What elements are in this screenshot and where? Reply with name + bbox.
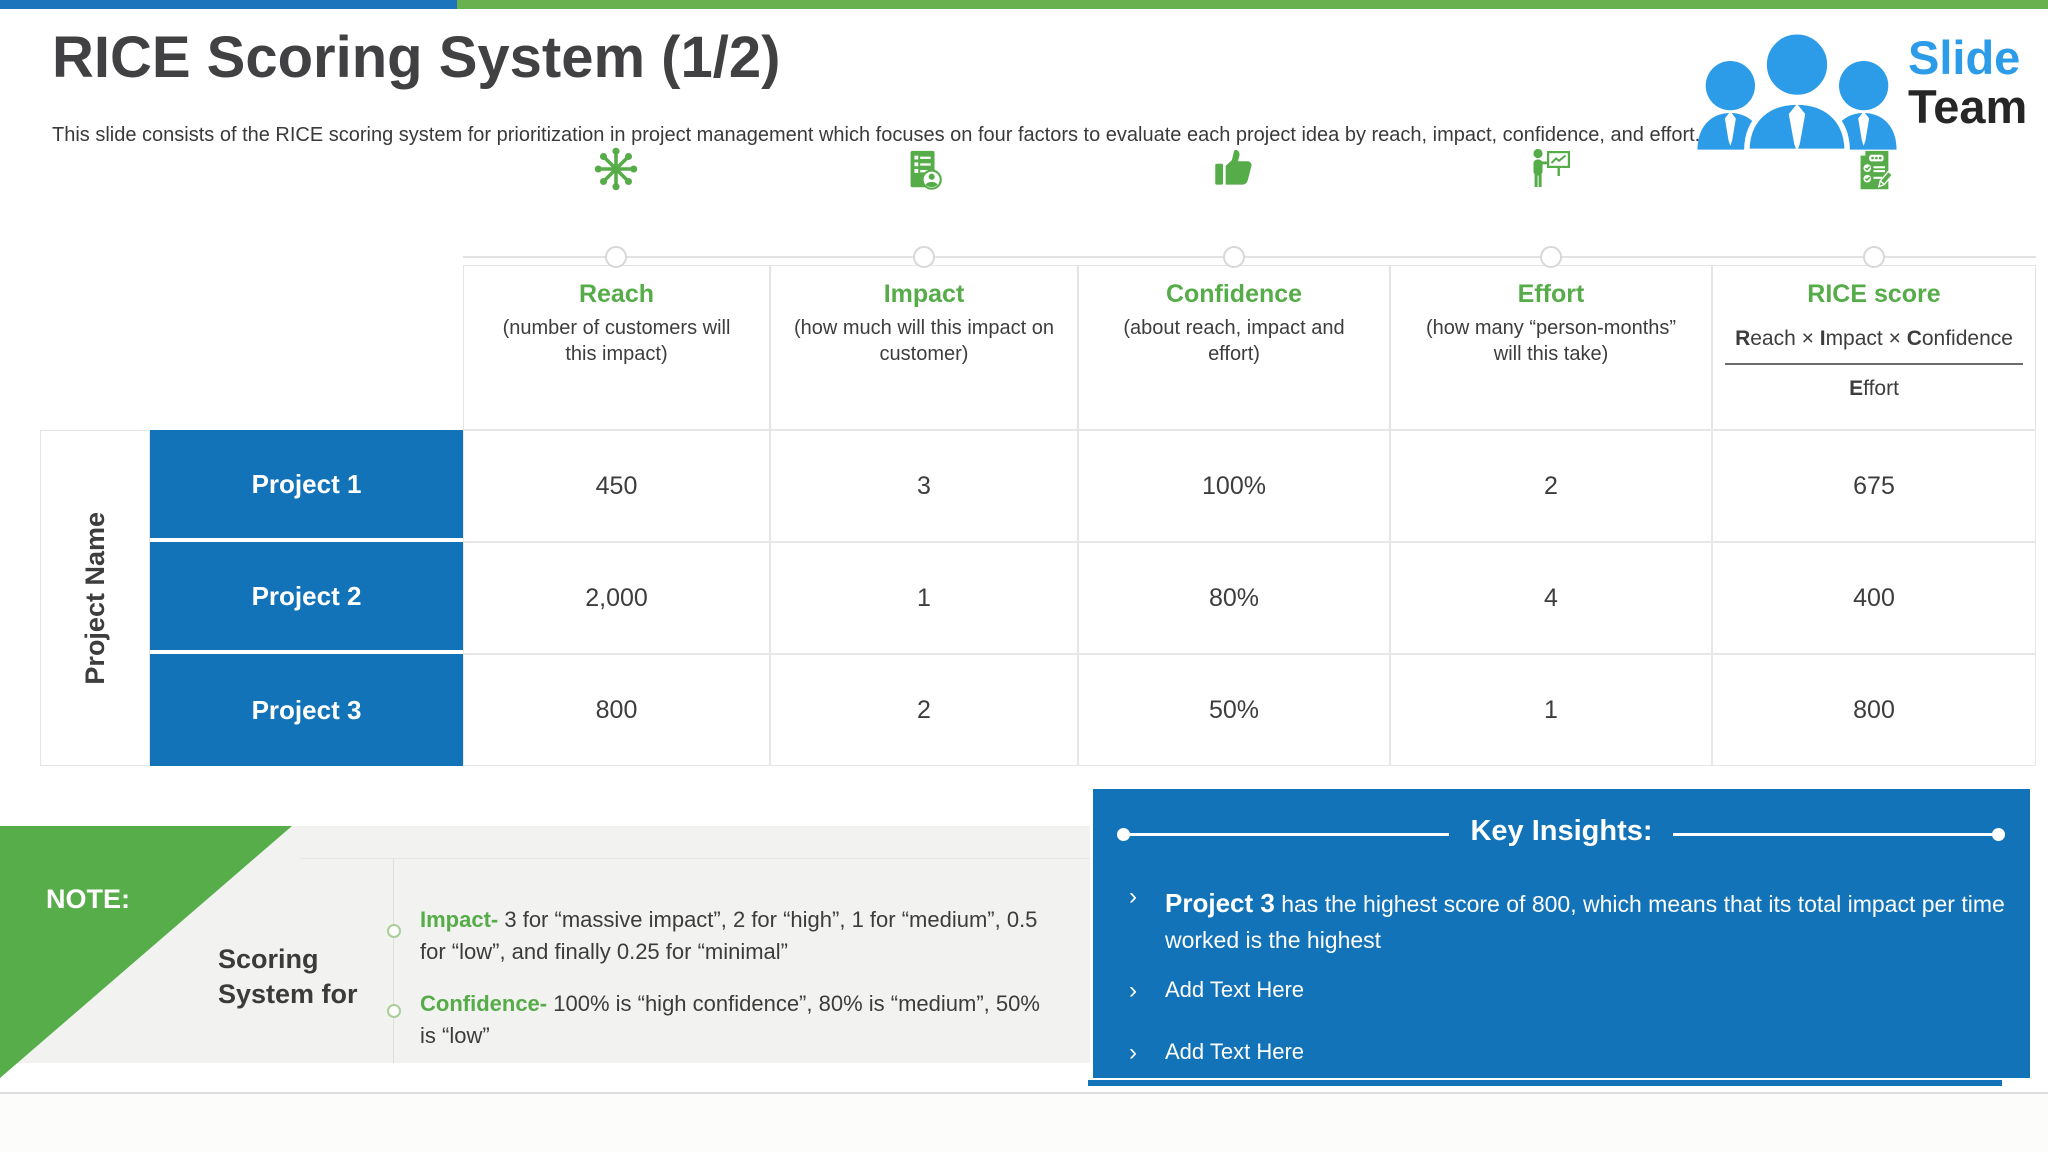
page-title: RICE Scoring System (1/2)	[52, 25, 781, 90]
project-3-label: Project 3	[150, 654, 463, 766]
cell-p3-impact: 2	[770, 654, 1078, 766]
impact-icon	[892, 136, 956, 194]
note-text: 100% is “high confidence”, 80% is “mediu…	[420, 990, 1040, 1048]
note-term: Confidence-	[420, 990, 548, 1016]
cell-p1-effort: 2	[1390, 430, 1712, 542]
column-header-impact: Impact (how much will this impact on cus…	[770, 265, 1078, 430]
column-desc: (how many “person-months” will this take…	[1425, 317, 1677, 365]
column-title: Confidence	[1165, 280, 1303, 308]
effort-presenter-icon	[1519, 136, 1583, 194]
cell-p1-impact: 3	[770, 430, 1078, 542]
cell-p1-reach: 450	[463, 430, 770, 542]
logo-line1: Slide	[1908, 30, 2021, 84]
bottom-divider	[0, 1092, 2048, 1094]
column-title: Impact	[883, 280, 965, 308]
add-text-placeholder[interactable]: Add Text Here	[1165, 977, 1305, 1002]
note-panel-divider-top	[300, 858, 1090, 859]
note-item-confidence: Confidence- 100% is “high confidence”, 8…	[420, 988, 1050, 1052]
cell-p2-reach: 2,000	[463, 542, 770, 654]
slideteam-logo: Slide Team	[1692, 12, 2027, 152]
note-items: Impact- 3 for “massive impact”, 2 for “h…	[420, 904, 1050, 1052]
note-label: NOTE:	[46, 884, 130, 914]
column-header-rice-score: RICE score Reach × Impact × Confidence E…	[1712, 265, 2036, 430]
cell-p1-confidence: 100%	[1078, 430, 1390, 542]
note-vertical-divider	[393, 858, 394, 1063]
rice-formula-numerator: Reach × Impact × Confidence	[1725, 327, 2023, 365]
insight-lead: Project 3	[1165, 888, 1275, 918]
column-desc: (about reach, impact and effort)	[1123, 317, 1345, 365]
insights-title: Key Insights:	[1470, 815, 1653, 847]
insight-bullet-2[interactable]: › Add Text Here	[1129, 977, 1304, 1005]
rice-table: Reach (number of customers will this imp…	[40, 265, 2036, 766]
reach-icon	[584, 136, 648, 194]
bottom-accent-blue	[1088, 1080, 2002, 1086]
bullet-marker: ›	[1129, 1039, 1137, 1066]
row-axis: Project Name	[40, 430, 150, 766]
bullet-marker: ›	[1129, 883, 1137, 910]
column-title: Reach	[578, 280, 655, 308]
column-desc: (how much will this impact on customer)	[793, 317, 1055, 365]
column-desc: (number of customers will this impact)	[502, 317, 731, 365]
cell-p2-impact: 1	[770, 542, 1078, 654]
column-header-confidence: Confidence (about reach, impact and effo…	[1078, 265, 1390, 430]
top-accent-blue	[0, 0, 457, 9]
insights-line-left	[1127, 833, 1449, 836]
top-accent-green	[457, 0, 2048, 9]
connector-node-impact	[913, 246, 935, 268]
row-axis-label: Project Name	[79, 511, 110, 685]
connector-node-rice	[1863, 246, 1885, 268]
project-1-label: Project 1	[150, 430, 463, 542]
connector-node-effort	[1540, 246, 1562, 268]
insight-text: Project 3 has the highest score of 800, …	[1165, 888, 2005, 954]
cell-p2-effort: 4	[1390, 542, 1712, 654]
connector-node-reach	[605, 246, 627, 268]
cell-p2-rice: 400	[1712, 542, 2036, 654]
cell-p1-rice: 675	[1712, 430, 2036, 542]
connector-node-confidence	[1223, 246, 1245, 268]
note-term: Impact-	[420, 907, 499, 932]
page-subtitle: This slide consists of the RICE scoring …	[52, 124, 1701, 146]
insights-dot-left	[1117, 828, 1130, 841]
note-subject: Scoring System for	[218, 944, 358, 1010]
column-title: RICE score	[1807, 280, 1941, 308]
key-insights-box: Key Insights: › Project 3 has the highes…	[1093, 789, 2030, 1078]
project-2-label: Project 2	[150, 542, 463, 654]
confidence-thumbs-up-icon	[1202, 136, 1266, 194]
logo-line2: Team	[1908, 80, 2028, 133]
insights-dot-right	[1992, 828, 2005, 841]
note-node-confidence	[387, 1004, 401, 1018]
cell-p3-effort: 1	[1390, 654, 1712, 766]
insights-line-right	[1673, 833, 1995, 836]
column-title: Effort	[1517, 280, 1585, 308]
people-icon	[1697, 29, 1897, 152]
note-text: 3 for “massive impact”, 2 for “high”, 1 …	[420, 907, 1038, 964]
cell-p3-confidence: 50%	[1078, 654, 1390, 766]
cell-p3-rice: 800	[1712, 654, 2036, 766]
bullet-marker: ›	[1129, 977, 1137, 1004]
header-connector-line	[463, 256, 2036, 258]
note-node-impact	[387, 924, 401, 938]
bottom-margin	[0, 1094, 2048, 1152]
insight-bullet-3[interactable]: › Add Text Here	[1129, 1039, 1304, 1067]
note-item-impact: Impact- 3 for “massive impact”, 2 for “h…	[420, 904, 1050, 968]
note-green-triangle	[0, 826, 292, 1078]
cell-p2-confidence: 80%	[1078, 542, 1390, 654]
rice-formula-denominator: Effort	[1849, 377, 1899, 400]
insight-bullet-1: › Project 3 has the highest score of 800…	[1129, 883, 2009, 959]
cell-p3-reach: 800	[463, 654, 770, 766]
column-header-reach: Reach (number of customers will this imp…	[463, 265, 770, 430]
add-text-placeholder[interactable]: Add Text Here	[1165, 1039, 1305, 1064]
column-header-effort: Effort (how many “person-months” will th…	[1390, 265, 1712, 430]
logo-wordmark: Slide Team	[1908, 30, 2028, 133]
rice-score-checklist-icon	[1842, 136, 1906, 194]
